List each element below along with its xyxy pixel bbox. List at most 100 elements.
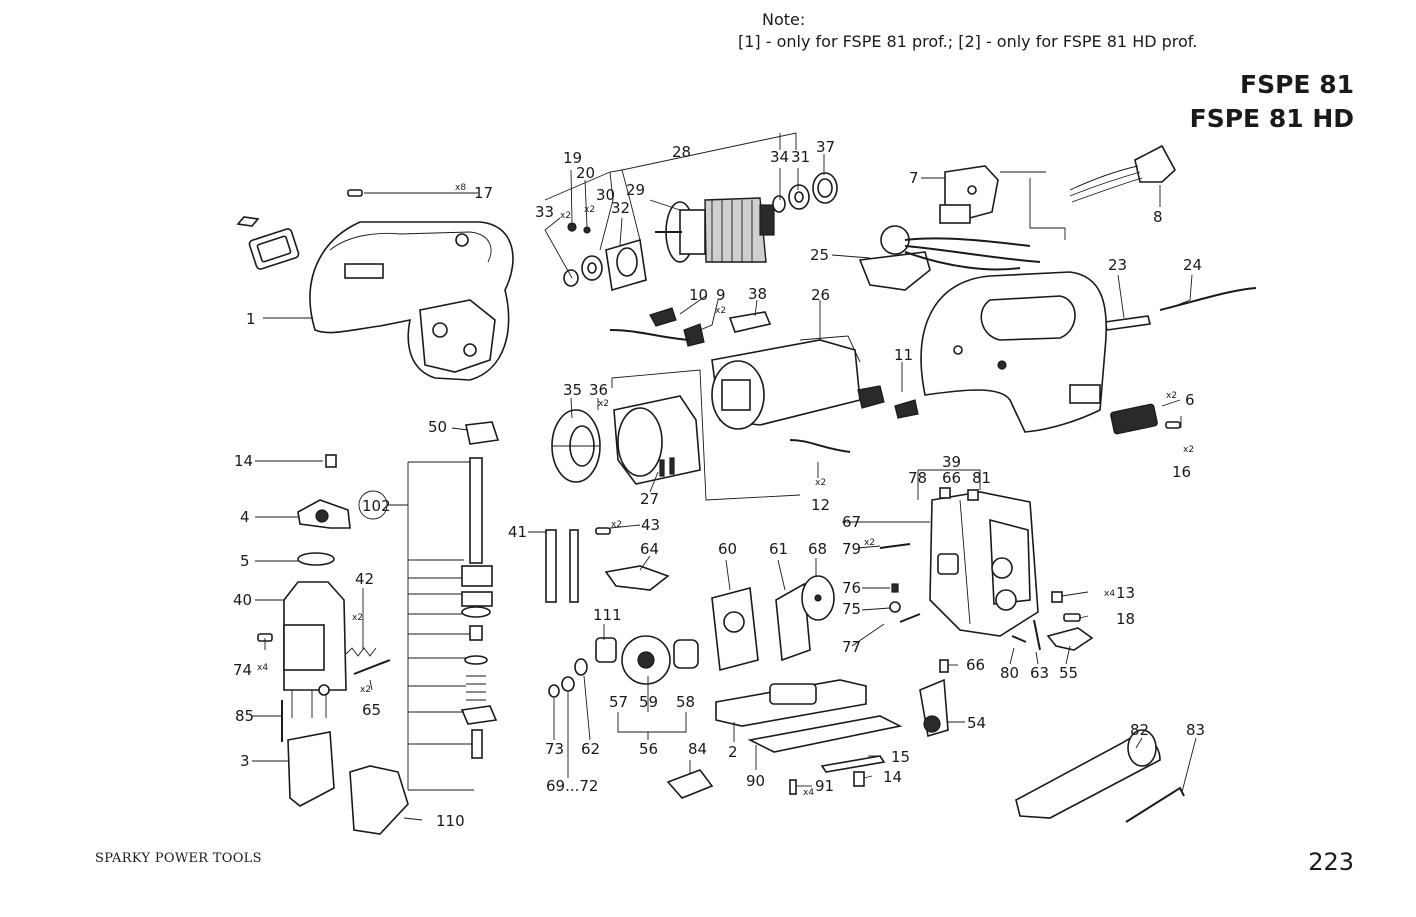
part-number-label: 19	[563, 149, 582, 167]
brush-part-11	[857, 385, 919, 419]
part-number-label: 90	[746, 772, 765, 790]
knob-part-55	[1046, 627, 1094, 651]
shoe-part-90	[747, 715, 903, 753]
part-number-label: 68	[808, 540, 827, 558]
quantity-mark: x2	[360, 685, 371, 695]
part-number-label: 79	[842, 540, 861, 558]
part-number-label: 4	[240, 508, 250, 526]
cover-plate-part-6	[1110, 403, 1181, 435]
lead-wire-part-12	[789, 439, 851, 453]
screw-part-14b	[853, 771, 865, 787]
part-number-label: 31	[791, 148, 810, 166]
guide-strip-part-41	[545, 529, 579, 603]
model-name-secondary: FSPE 81 HD	[1189, 104, 1354, 133]
quantity-mark: x2	[611, 520, 622, 530]
part-number-label: 33	[535, 203, 554, 221]
part-number-label: 17	[474, 184, 493, 202]
cover-part-38	[728, 311, 772, 333]
bracket-part-64	[604, 565, 670, 591]
part-number-label: 82	[1130, 721, 1149, 739]
part-number-label: 12	[811, 496, 830, 514]
cover-part-110	[349, 765, 409, 835]
electronic-module-part-25	[858, 225, 1041, 291]
part-number-label: 1	[246, 310, 256, 328]
motor-housing-part-26	[711, 335, 861, 430]
plunger-stack-part-102	[460, 457, 498, 759]
parallel-guide-part-82	[1015, 729, 1161, 819]
label-plate-part	[236, 216, 300, 270]
part-number-label: 58	[676, 693, 695, 711]
housing-half-part-1	[309, 221, 514, 381]
part-number-label: 35	[563, 381, 582, 399]
bar-part-15	[820, 755, 886, 773]
part-number-label: 67	[842, 513, 861, 531]
bearings-part-31-34-37	[772, 172, 838, 213]
nut-part-13	[1051, 591, 1063, 603]
part-number-label: 14	[883, 768, 902, 786]
main-body-part-39	[929, 487, 1039, 637]
disc-part-68	[801, 575, 835, 621]
plate-part-60	[711, 586, 759, 672]
part-number-label: 77	[842, 638, 861, 656]
part-number-label: 32	[611, 199, 630, 217]
part-number-label: 40	[233, 591, 252, 609]
model-name-primary: FSPE 81	[1240, 70, 1354, 99]
brush-holder-part-9-10	[609, 307, 705, 347]
part-number-label: 80	[1000, 664, 1019, 682]
part-number-label: 42	[355, 570, 374, 588]
part-number-label: 7	[909, 169, 919, 187]
part-number-label: 57	[609, 693, 628, 711]
part-number-label: 43	[641, 516, 660, 534]
part-number-label: 63	[1030, 664, 1049, 682]
part-number-label: 24	[1183, 256, 1202, 274]
part-number-labels: 1 2 3 4 5 6 7 8 9 10 11 12 13 14 14 15 1…	[233, 138, 1205, 830]
part-number-label: 30	[596, 186, 615, 204]
part-number-label: 27	[640, 490, 659, 508]
washer-part-5	[297, 552, 335, 566]
pin-part-65	[353, 659, 391, 675]
roller-part-111	[595, 637, 617, 663]
part-number-label: 37	[816, 138, 835, 156]
quantity-mark: x2	[598, 399, 609, 409]
screw-part-14	[325, 454, 337, 468]
quantity-mark: x8	[455, 183, 466, 193]
part-number-label: 9	[716, 286, 726, 304]
part-number-label: 16	[1172, 463, 1191, 481]
part-number-label: 60	[718, 540, 737, 558]
gear-part-57-59	[621, 635, 671, 685]
quantity-marks: x8 x2 x2 x2 x2 x2 x2 x2 x2 x2 x2 x4 x4 x…	[257, 183, 1194, 798]
part-number-label: 78	[908, 469, 927, 487]
part-number-label: 85	[235, 707, 254, 725]
hex-key-part-83	[1125, 786, 1185, 823]
guard-part-3	[287, 731, 335, 807]
part-number-label: 76	[842, 579, 861, 597]
pin-part-80	[1011, 635, 1027, 643]
base-plate-part-2	[715, 679, 867, 727]
highlight-circle	[358, 490, 388, 520]
part-number-label: 36	[589, 381, 608, 399]
quantity-mark: x2	[1183, 445, 1194, 455]
switch-part-7	[939, 165, 999, 224]
guide-part-61	[775, 582, 811, 662]
screw-part-91	[789, 779, 797, 795]
page-number: 223	[1308, 848, 1354, 876]
part-number-label: 38	[748, 285, 767, 303]
part-number-label: 2	[728, 743, 738, 761]
part-number-label: 74	[233, 661, 252, 679]
quantity-mark: x2	[352, 613, 363, 623]
part-number-label: 69...72	[546, 777, 598, 795]
part-number-label: 55	[1059, 664, 1078, 682]
part-number-label: 15	[891, 748, 910, 766]
part-number-label: 3	[240, 752, 250, 770]
stator-part-27	[613, 395, 701, 485]
quantity-mark: x2	[1166, 391, 1177, 401]
lever-part-4	[297, 499, 351, 529]
part-number-label: 39	[942, 453, 961, 471]
part-number-label: 5	[240, 552, 250, 570]
part-number-label: 8	[1153, 208, 1163, 226]
gear-housing-part-40	[283, 581, 347, 718]
quantity-mark: x4	[803, 788, 814, 798]
part-number-label: 66	[966, 656, 985, 674]
cable-sleeve-part-23	[1104, 315, 1151, 331]
